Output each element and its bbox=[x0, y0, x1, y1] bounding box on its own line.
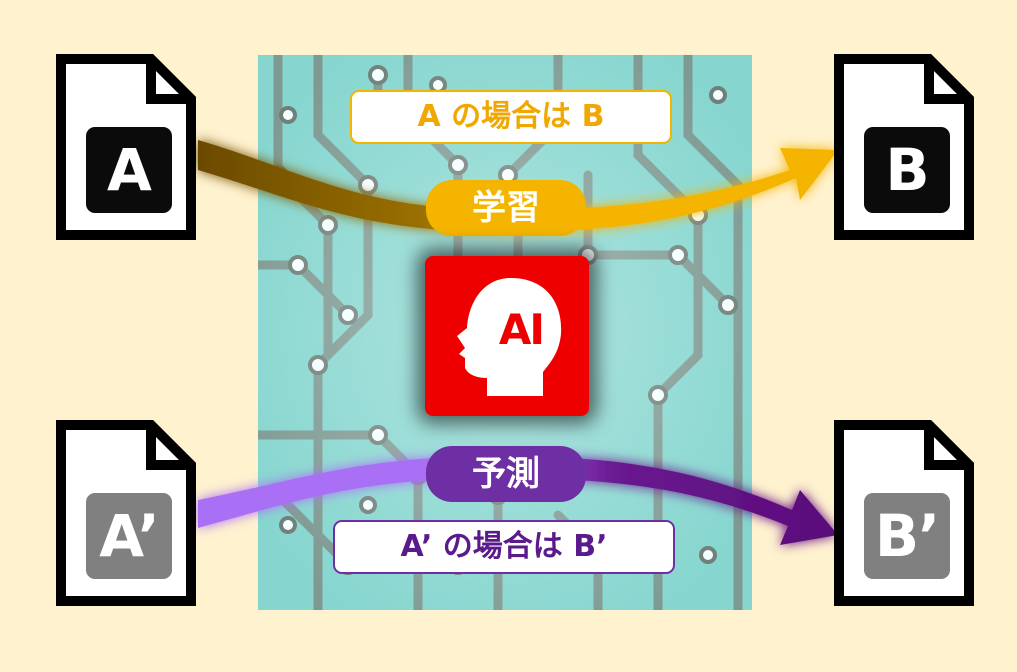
prediction-pill: 予測 bbox=[426, 446, 586, 502]
training-example-label: A の場合は B bbox=[350, 90, 672, 144]
training-pill: 学習 bbox=[426, 180, 586, 236]
prediction-pill-text: 予測 bbox=[472, 454, 540, 494]
document-letter: A bbox=[86, 127, 172, 213]
document-letter: A’ bbox=[86, 493, 172, 579]
training-example-text: A の場合は B bbox=[417, 99, 605, 134]
document-bottom-right: B’ bbox=[834, 420, 974, 606]
ai-badge: AI bbox=[425, 256, 589, 416]
training-pill-text: 学習 bbox=[472, 188, 540, 228]
prediction-arrow bbox=[198, 456, 838, 545]
document-top-right: B bbox=[834, 54, 974, 240]
training-arrow bbox=[198, 140, 838, 232]
prediction-example-label: A’ の場合は B’ bbox=[333, 520, 675, 574]
document-bottom-left: A’ bbox=[56, 420, 196, 606]
ai-badge-text: AI bbox=[498, 305, 545, 354]
prediction-example-text: A’ の場合は B’ bbox=[400, 529, 608, 564]
document-letter: B bbox=[864, 127, 950, 213]
document-letter: B’ bbox=[864, 493, 950, 579]
head-silhouette-icon bbox=[457, 278, 562, 396]
document-top-left: A bbox=[56, 54, 196, 240]
